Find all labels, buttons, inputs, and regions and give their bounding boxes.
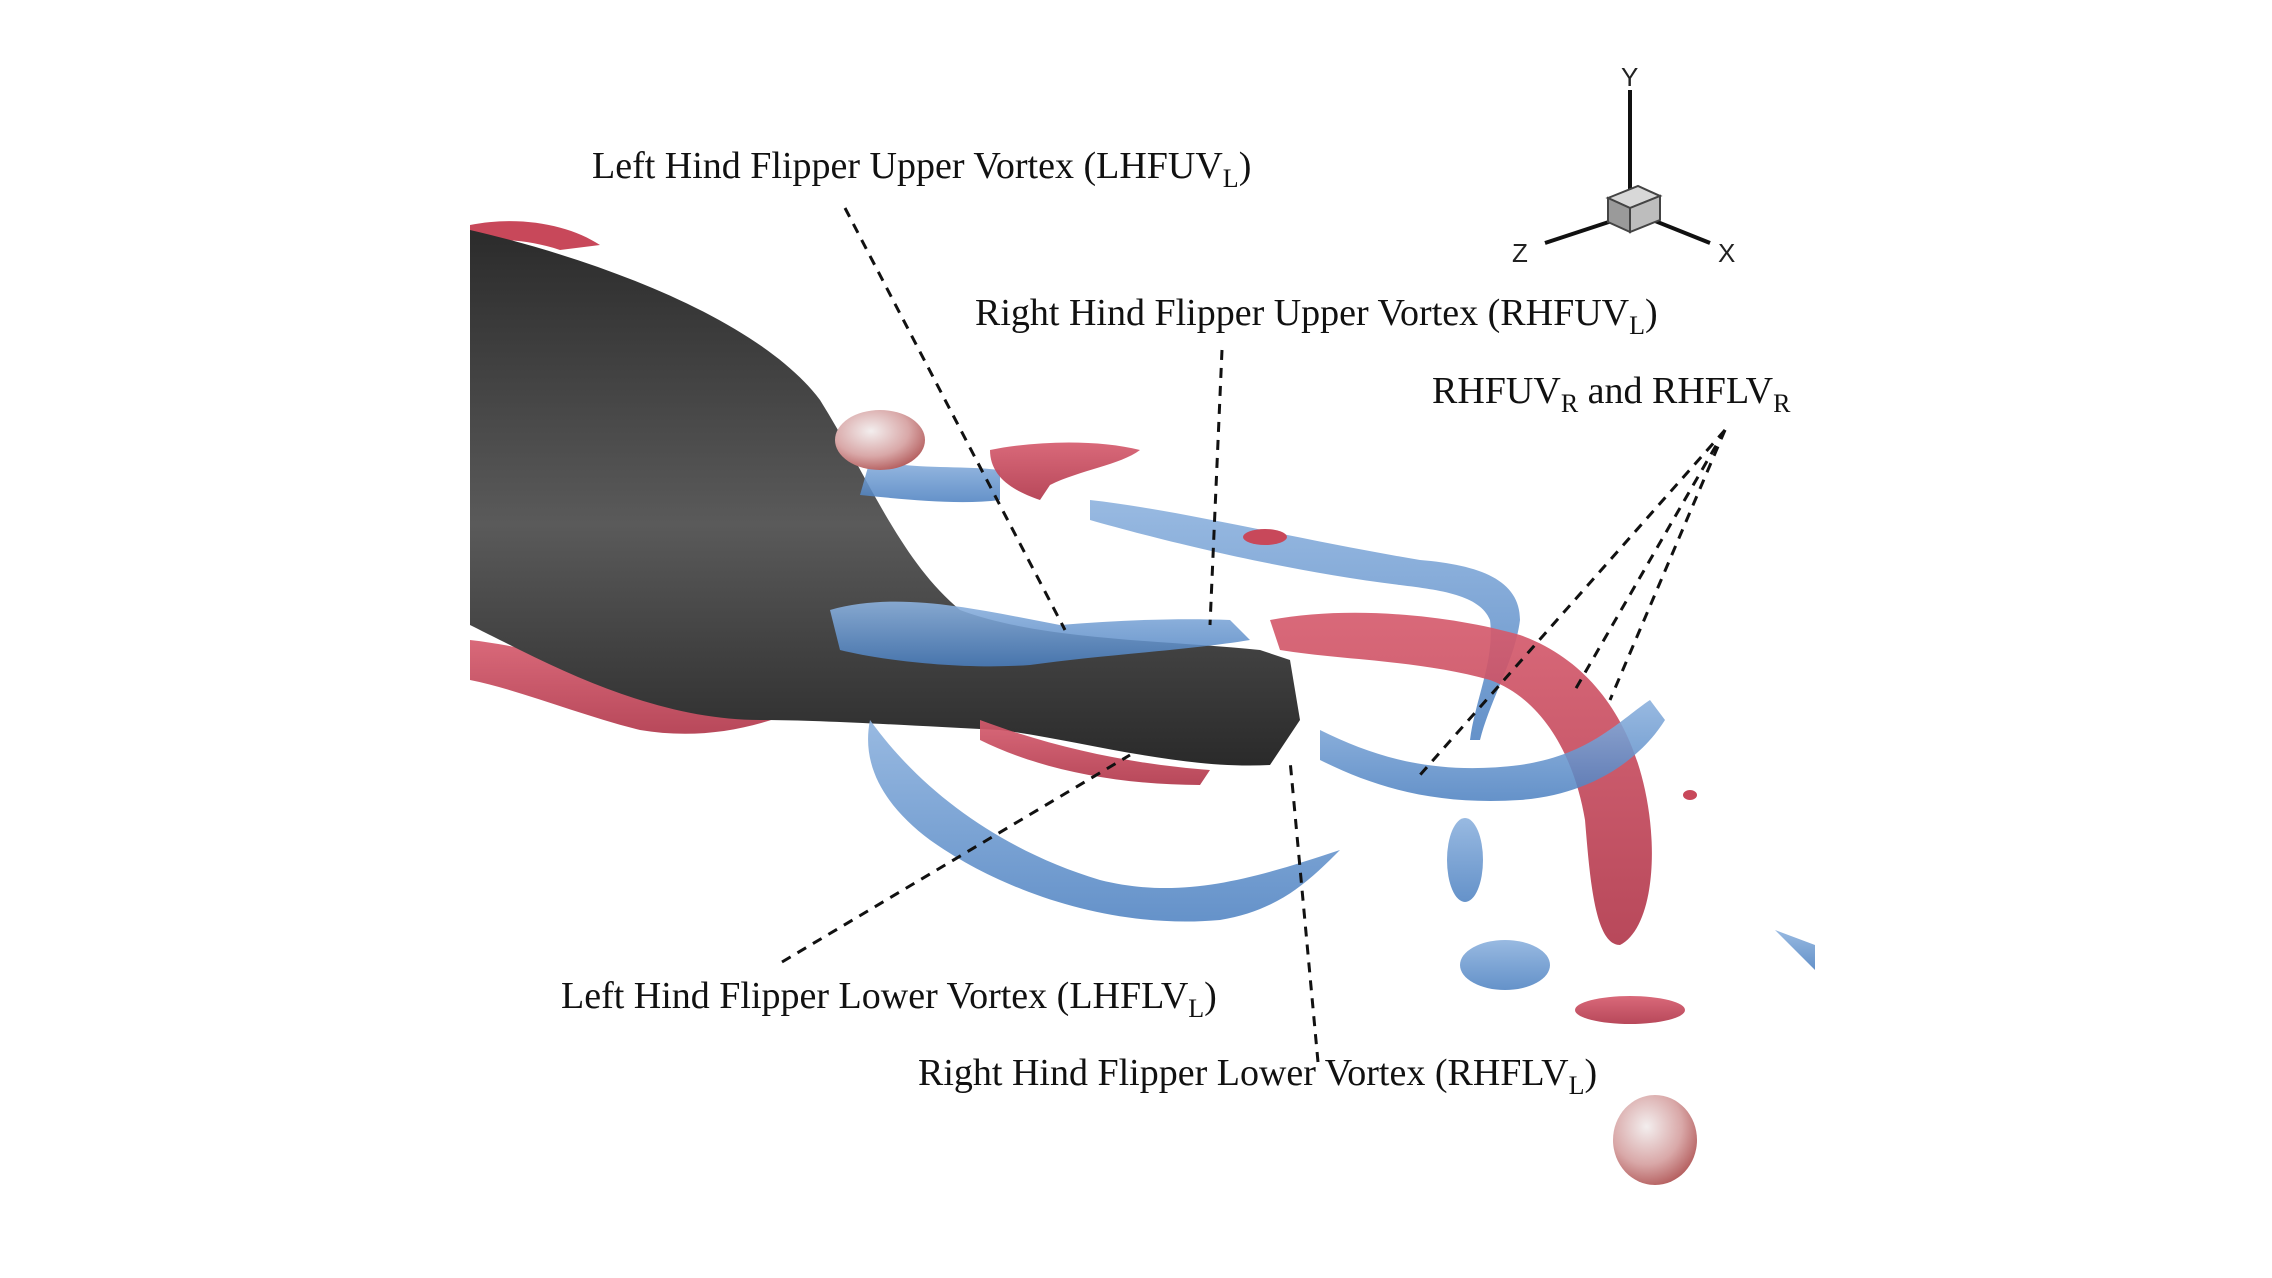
blue-vortex-blob-1 [1447,818,1483,902]
red-vortex-blob-1 [1575,996,1685,1024]
axes-triad: Y Z X [1512,62,1735,268]
red-vortex-loop [1270,612,1652,945]
blue-vortex-tail-upper [830,601,1250,667]
blue-vortex-upper-long [1090,500,1520,740]
blue-vortex-lower-large [868,720,1340,922]
label-rhflv: Right Hind Flipper Lower Vortex (RHFLVL) [918,1052,1597,1100]
red-vortex-top-fringe [470,221,600,250]
red-vortex-tail-underside [980,720,1210,785]
flow-visualization [470,221,1815,1185]
label-rhfuv: Right Hind Flipper Upper Vortex (RHFUVL) [975,292,1658,340]
red-vortex-upper-mid [990,442,1140,500]
vortex-blob-top [835,410,925,470]
blue-vortex-blob-3 [1775,930,1815,970]
axis-x-label: X [1718,238,1735,268]
leader-rhfuvr-1 [1418,429,1727,776]
axis-z-label: Z [1512,238,1528,268]
leader-rhflv [1288,759,1320,1063]
leader-lhfuv [843,207,1067,631]
leader-rhfuvr-3 [1608,429,1727,701]
label-rhfuvr-rhflvr: RHFUVR and RHFLVR [1432,370,1791,418]
animal-body [470,230,1300,766]
vortex-blob-bottom [1613,1095,1697,1185]
blue-vortex-blob-2 [1460,940,1550,990]
blue-vortex-upper-left [860,460,1000,503]
red-vortex-blob-3 [1243,529,1287,545]
leader-lhflv [781,753,1131,964]
blue-vortex-right-loop [1320,700,1665,801]
leader-rhfuv [1208,349,1224,626]
label-lhflv: Left Hind Flipper Lower Vortex (LHFLVL) [561,975,1217,1023]
red-vortex-blob-2 [1683,790,1697,800]
leader-lines [781,207,1727,1063]
triad-cube [1605,184,1663,234]
label-lhfuv: Left Hind Flipper Upper Vortex (LHFUVL) [592,145,1251,193]
leader-rhfuvr-2 [1573,429,1727,691]
axis-y-label: Y [1621,62,1638,92]
